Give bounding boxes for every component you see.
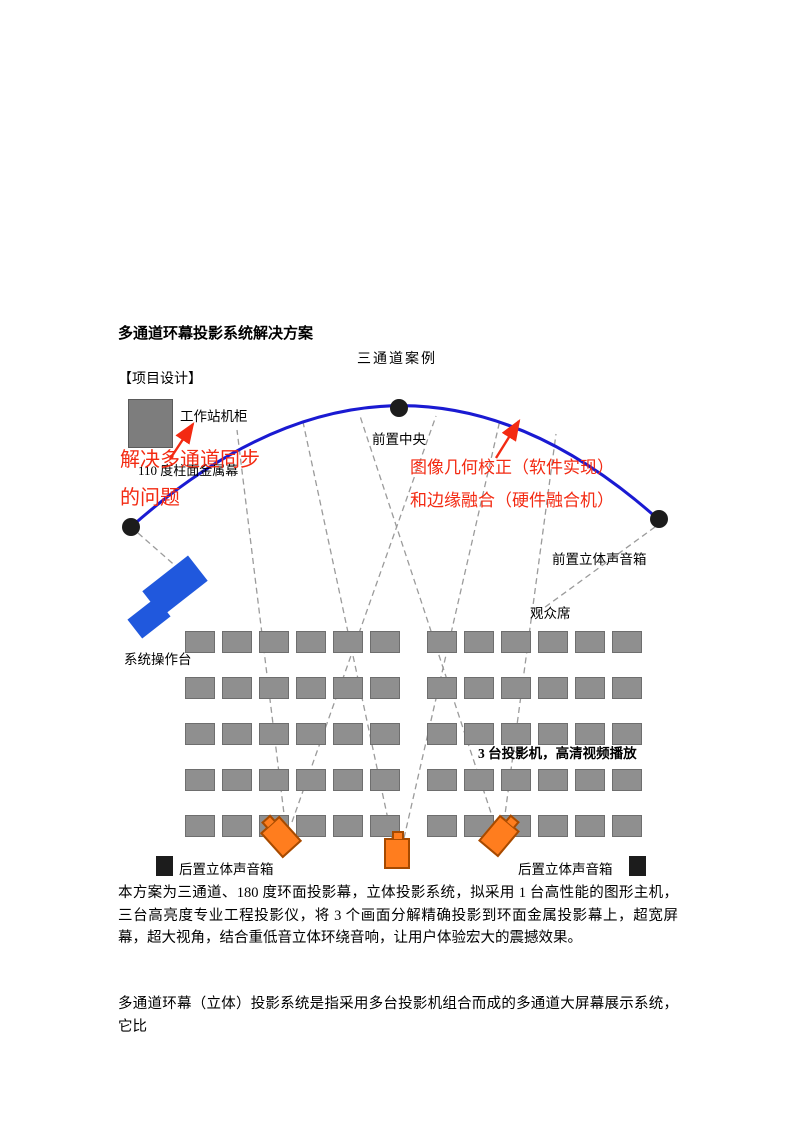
seat — [296, 677, 326, 699]
seat — [333, 631, 363, 653]
seat — [575, 769, 605, 791]
audience-label: 观众席 — [530, 606, 571, 621]
front-center-label: 前置中央 — [372, 432, 426, 447]
seat — [370, 769, 400, 791]
rear-speaker-right-label: 后置立体声音箱 — [518, 862, 613, 877]
screen-left-dot — [122, 518, 140, 536]
seat-row — [185, 631, 649, 653]
document-title: 多通道环幕投影系统解决方案 — [118, 326, 314, 342]
projector-lens — [392, 831, 404, 839]
seat — [538, 631, 568, 653]
seat — [501, 631, 531, 653]
seat — [185, 631, 215, 653]
correction-annotation-line2: 和边缘融合（硬件融合机） — [410, 491, 614, 510]
seat — [575, 723, 605, 745]
diagram-caption: 三通道案例 — [357, 352, 437, 367]
seat — [296, 815, 326, 837]
seat — [538, 769, 568, 791]
seat — [612, 815, 642, 837]
seat — [427, 677, 457, 699]
seat — [612, 677, 642, 699]
seat — [538, 677, 568, 699]
rear-speaker-left-label: 后置立体声音箱 — [179, 862, 274, 877]
rear-speaker-right-box — [629, 856, 646, 876]
body-paragraph-2: 多通道环幕（立体）投影系统是指采用多台投影机组合而成的多通道大屏幕展示系统，它比 — [118, 996, 678, 1035]
seat — [370, 677, 400, 699]
seat — [222, 769, 252, 791]
projector-center — [384, 831, 410, 869]
seat — [222, 631, 252, 653]
seat — [575, 677, 605, 699]
front-speakers-label: 前置立体声音箱 — [552, 552, 647, 567]
seat — [370, 723, 400, 745]
seat-row — [185, 815, 649, 837]
projectors-note: 3 台投影机，高清视频播放 — [478, 746, 637, 761]
seat — [259, 677, 289, 699]
seat — [464, 677, 494, 699]
seat — [612, 769, 642, 791]
body-paragraph-1: 本方案为三通道、180 度环面投影幕，立体投影系统，拟采用 1 台高性能的图形主… — [118, 885, 678, 946]
seat — [464, 631, 494, 653]
seat — [333, 677, 363, 699]
sync-annotation: 解决多通道同步 的问题 — [120, 441, 260, 517]
seat — [501, 677, 531, 699]
screen-center-dot — [390, 399, 408, 417]
seat — [259, 769, 289, 791]
seat — [464, 769, 494, 791]
seat — [333, 769, 363, 791]
sync-annotation-line2: 的问题 — [120, 487, 180, 509]
console-label: 系统操作台 — [124, 652, 192, 667]
section-label: 【项目设计】 — [118, 372, 202, 387]
seat — [538, 815, 568, 837]
seat — [259, 723, 289, 745]
seat — [222, 677, 252, 699]
correction-annotation-line1: 图像几何校正（软件实现） — [410, 458, 614, 477]
seat — [575, 631, 605, 653]
seat — [185, 815, 215, 837]
seat — [333, 723, 363, 745]
seat — [185, 769, 215, 791]
seat — [185, 723, 215, 745]
seat — [427, 631, 457, 653]
rear-speaker-left-box — [156, 856, 173, 876]
seat — [296, 723, 326, 745]
sync-annotation-line1: 解决多通道同步 — [120, 449, 260, 471]
seat — [185, 677, 215, 699]
seat — [259, 631, 289, 653]
seat — [222, 723, 252, 745]
seat — [612, 723, 642, 745]
correction-annotation: 图像几何校正（软件实现） 和边缘融合（硬件融合机） — [410, 451, 614, 517]
seat — [370, 631, 400, 653]
seat — [296, 769, 326, 791]
seat — [296, 631, 326, 653]
seat — [333, 815, 363, 837]
seat — [427, 723, 457, 745]
seat — [575, 815, 605, 837]
seat — [501, 769, 531, 791]
seat-row — [185, 769, 649, 791]
seat — [612, 631, 642, 653]
seat — [427, 769, 457, 791]
screen-right-dot — [650, 510, 668, 528]
seat — [427, 815, 457, 837]
seat-row — [185, 677, 649, 699]
workstation-label: 工作站机柜 — [180, 409, 248, 424]
seat — [222, 815, 252, 837]
